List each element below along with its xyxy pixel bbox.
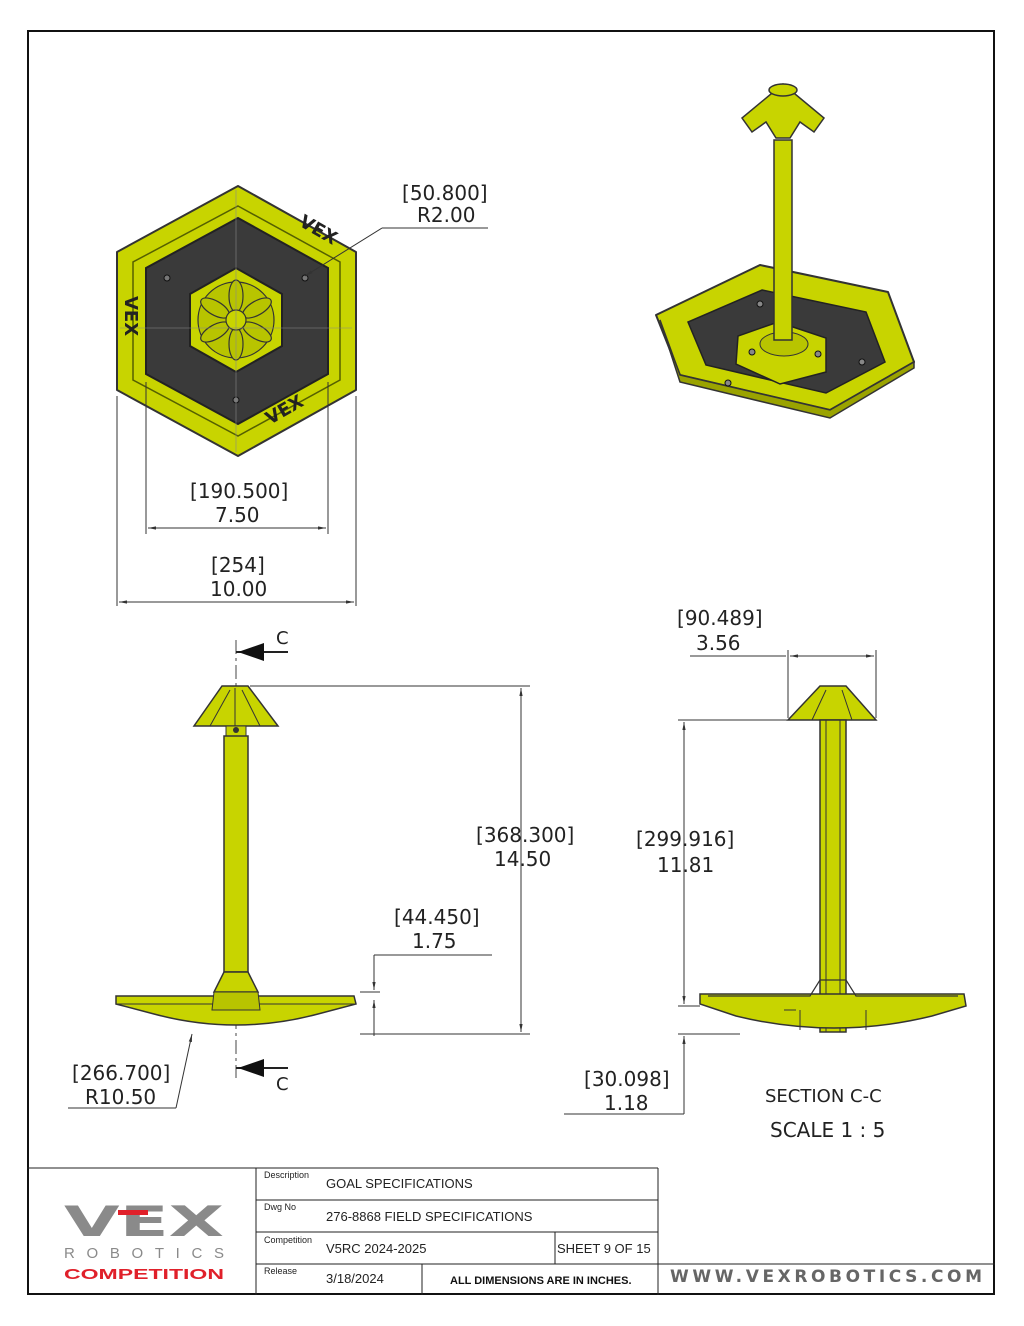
- side-view: C C [368.300] 14.50 [44.450] 1.75: [68, 628, 574, 1109]
- description-label: Description: [264, 1170, 309, 1180]
- dim-post-height-in: 11.81: [657, 853, 714, 877]
- dim-height-in: 14.50: [494, 847, 551, 871]
- dim-base-radius-mm: [266.700]: [72, 1061, 170, 1085]
- dim-base-in: 1.18: [604, 1091, 649, 1115]
- dim-inner-width-mm: [190.500]: [190, 479, 288, 503]
- section-cone: [786, 685, 878, 721]
- dimensions-note: ALL DIMENSIONS ARE IN INCHES.: [450, 1275, 632, 1287]
- release-value: 3/18/2024: [326, 1271, 384, 1286]
- dim-base-radius-in: R10.50: [85, 1085, 156, 1109]
- section-marker-bottom: C: [276, 1074, 289, 1095]
- top-view: VEX VEX VEX [50.800] R2.00 [190.500] 7.5…: [116, 181, 488, 606]
- title-block: VEX ROBOTICS COMPETITION Description GOA…: [27, 1167, 995, 1295]
- vex-emboss-2: VEX: [120, 296, 141, 336]
- iso-post: [773, 139, 793, 341]
- section-title: SECTION C-C: [765, 1086, 882, 1107]
- vex-logo-sub: ROBOTICS: [64, 1245, 224, 1262]
- dim-height-mm: [368.300]: [476, 823, 574, 847]
- side-cone: [192, 685, 280, 727]
- iso-cone: [740, 83, 826, 139]
- release-label: Release: [264, 1266, 297, 1276]
- competition-value: V5RC 2024-2025: [326, 1241, 426, 1256]
- description-value: GOAL SPECIFICATIONS: [326, 1176, 473, 1191]
- dim-radius-in: R2.00: [417, 203, 475, 227]
- sheet-value: SHEET 9 OF 15: [557, 1241, 651, 1256]
- vex-logo-accent: [118, 1210, 148, 1215]
- vex-logo-word: VEX: [64, 1197, 224, 1246]
- website: WWW.VEXROBOTICS.COM: [670, 1267, 982, 1287]
- dwg-value: 276-8868 FIELD SPECIFICATIONS: [326, 1209, 533, 1224]
- drawing-sheet-border: [27, 30, 995, 1295]
- dim-radius-mm: [50.800]: [402, 181, 488, 205]
- dim-post-height-mm: [299.916]: [636, 827, 734, 851]
- dim-inner-width-in: 7.50: [215, 503, 260, 527]
- section-base: [699, 993, 967, 1029]
- dim-top-width-in: 3.56: [696, 631, 741, 655]
- competition-label: Competition: [264, 1235, 312, 1245]
- vex-logo: VEX ROBOTICS COMPETITION: [64, 1197, 224, 1283]
- dim-base-mm: [30.098]: [584, 1067, 670, 1091]
- dwg-label: Dwg No: [264, 1202, 296, 1212]
- dim-base-height-mm: [44.450]: [394, 905, 480, 929]
- section-marker-top: C: [276, 628, 289, 649]
- vex-logo-competition: COMPETITION: [64, 1266, 224, 1283]
- section-view: [90.489] 3.56 [299.916] 11.81 [30.098] 1…: [564, 606, 967, 1142]
- section-post: [819, 719, 847, 1033]
- section-scale: SCALE 1 : 5: [770, 1118, 885, 1142]
- dim-outer-width-in: 10.00: [210, 577, 267, 601]
- dim-top-width-mm: [90.489]: [677, 606, 763, 630]
- dim-base-height-in: 1.75: [412, 929, 457, 953]
- dim-outer-width-mm: [254]: [211, 553, 265, 577]
- isometric-view: [655, 83, 915, 419]
- side-post: [223, 735, 249, 973]
